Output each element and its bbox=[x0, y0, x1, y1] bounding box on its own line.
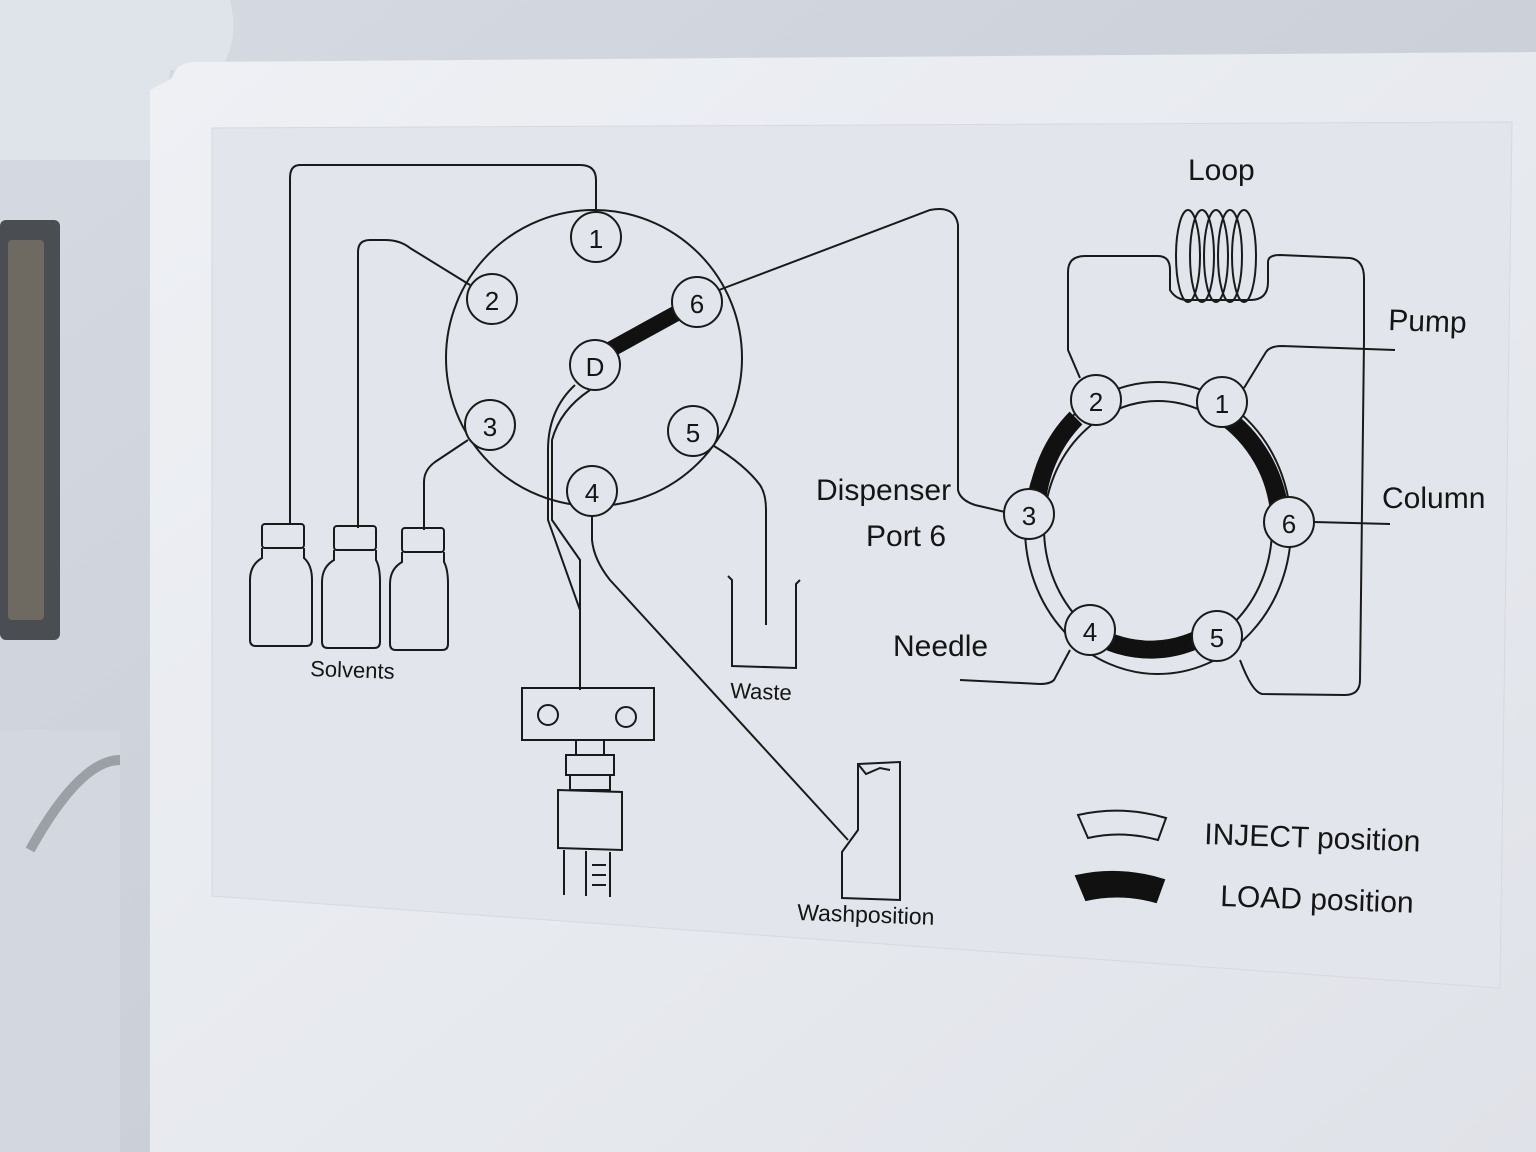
selector-port-3: 3 bbox=[464, 399, 516, 451]
loop-tube bbox=[1067, 253, 1365, 379]
port-label: 4 bbox=[1083, 617, 1097, 647]
solvents-label: Solvents bbox=[310, 656, 395, 684]
port-label: 6 bbox=[1282, 509, 1296, 539]
injection-port-4: 4 bbox=[1064, 604, 1116, 656]
washposition-label: Washposition bbox=[797, 899, 935, 930]
background-housing bbox=[0, 0, 234, 160]
port-label: 1 bbox=[1215, 389, 1229, 419]
load-position-swatch bbox=[1074, 870, 1166, 904]
lower-left-housing bbox=[0, 730, 120, 1152]
bottle-body bbox=[249, 548, 313, 647]
solvent-bottle-3 bbox=[389, 527, 449, 651]
port-label: 3 bbox=[483, 412, 497, 442]
port-circle bbox=[569, 339, 621, 391]
dispenser-port-label: Port 6 bbox=[866, 520, 946, 553]
legend: INJECT position LOAD position bbox=[1074, 809, 1421, 920]
port-circle bbox=[1196, 376, 1248, 428]
injection-port-6: 6 bbox=[1263, 496, 1315, 548]
selector-port-2: 2 bbox=[466, 273, 518, 325]
selector-tubing bbox=[289, 164, 1006, 841]
solvent-bottle-2 bbox=[321, 525, 381, 649]
needle-label: Needle bbox=[893, 630, 988, 663]
port-circle bbox=[671, 276, 723, 328]
needle-neck bbox=[575, 740, 605, 755]
injection-port-2: 2 bbox=[1070, 374, 1122, 426]
port-label: 1 bbox=[589, 224, 603, 254]
bottle-body bbox=[321, 550, 381, 649]
injection-port-3: 3 bbox=[1003, 488, 1055, 540]
tube-port5-waste bbox=[713, 445, 767, 625]
port-label: 5 bbox=[1210, 623, 1224, 653]
port-label: D bbox=[586, 352, 605, 382]
tube-port6-dispenser bbox=[718, 208, 1006, 513]
bottle-cap bbox=[401, 527, 445, 553]
needle-connector bbox=[557, 788, 623, 852]
needle-scale bbox=[592, 864, 606, 886]
injection-port-1: 1 bbox=[1196, 376, 1248, 428]
bottle-body bbox=[389, 552, 449, 651]
load-position-label: LOAD position bbox=[1220, 880, 1414, 920]
selector-port-d: D bbox=[569, 339, 621, 391]
injection-tubing bbox=[959, 253, 1396, 697]
port-label: 6 bbox=[690, 289, 704, 319]
tube-port3-solvent3 bbox=[423, 439, 469, 530]
loop-coil bbox=[1175, 209, 1257, 303]
port-circle bbox=[464, 399, 516, 451]
needle-assembly bbox=[521, 687, 655, 897]
selector-port-4: 4 bbox=[566, 465, 618, 517]
holder-hole-right bbox=[615, 706, 637, 728]
injection-port-5: 5 bbox=[1191, 610, 1243, 662]
port-label: 5 bbox=[686, 418, 700, 448]
holder-hole-left bbox=[537, 704, 559, 726]
port-circle bbox=[1003, 488, 1055, 540]
port-circle bbox=[1064, 604, 1116, 656]
needle-tube bbox=[959, 649, 1071, 686]
pump-label: Pump bbox=[1388, 304, 1467, 340]
inject-position-label: INJECT position bbox=[1204, 818, 1421, 859]
inject-position-swatch bbox=[1076, 809, 1168, 842]
tube-d-needle-outer bbox=[551, 389, 591, 690]
pump-tube bbox=[1243, 344, 1396, 389]
needle-holder-block bbox=[521, 687, 655, 741]
port-circle bbox=[1070, 374, 1122, 426]
solvent-bottles bbox=[249, 523, 449, 651]
tube-d-needle-inner bbox=[547, 384, 581, 690]
selector-port-5: 5 bbox=[667, 405, 719, 457]
loop-label: Loop bbox=[1188, 154, 1255, 187]
injection-valve: 1 2 3 4 5 6 bbox=[1003, 374, 1315, 675]
port-circle bbox=[466, 273, 518, 325]
port-label: 3 bbox=[1022, 501, 1036, 531]
column-label: Column bbox=[1382, 482, 1485, 515]
cable bbox=[25, 755, 121, 853]
selector-port-6: 6 bbox=[671, 276, 723, 328]
bottle-cap bbox=[333, 525, 377, 551]
wash-station bbox=[841, 760, 901, 902]
port-label: 4 bbox=[585, 478, 599, 508]
needle-barrel bbox=[563, 850, 611, 897]
tube-port5-return bbox=[1239, 339, 1365, 697]
diagram-sticker bbox=[211, 121, 1513, 989]
port-circle bbox=[1191, 610, 1243, 662]
bottle-cap bbox=[261, 523, 305, 549]
selector-channel-d-6 bbox=[602, 300, 690, 360]
port-circle bbox=[667, 405, 719, 457]
port-label: 2 bbox=[1089, 387, 1103, 417]
tube-port4-wash bbox=[591, 516, 849, 841]
solvent-bottle-1 bbox=[249, 523, 313, 647]
load-arc-4-5 bbox=[1106, 631, 1200, 659]
port-label: 2 bbox=[485, 286, 499, 316]
side-hinge-inner bbox=[8, 240, 44, 620]
dispenser-label: Dispenser bbox=[816, 474, 951, 507]
waste-label: Waste bbox=[730, 678, 792, 705]
tube-port1-solvent1 bbox=[289, 164, 597, 525]
selector-port-1: 1 bbox=[570, 211, 622, 263]
waste-beaker bbox=[727, 575, 801, 670]
column-tube bbox=[1313, 521, 1391, 525]
tube-port2-solvent2 bbox=[357, 239, 471, 528]
